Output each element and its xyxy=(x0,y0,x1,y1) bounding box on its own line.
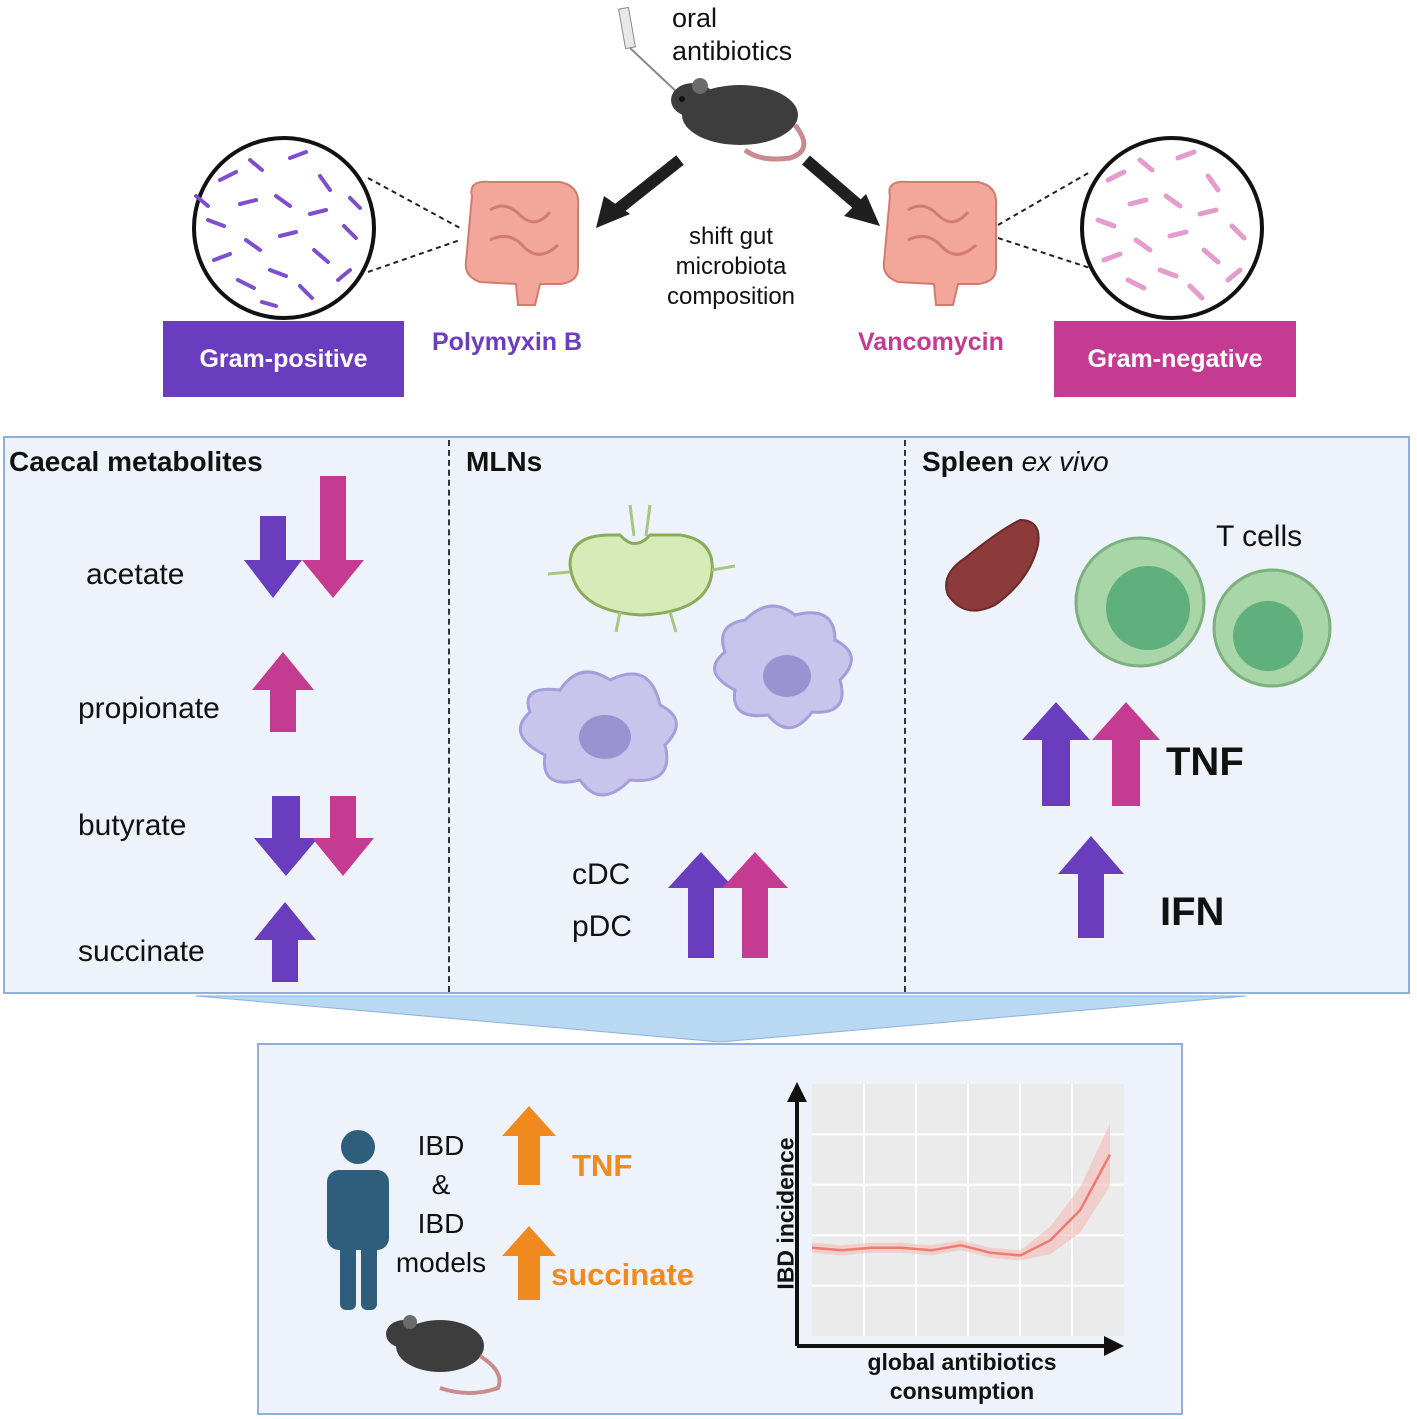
ifn-arrow-up-purple xyxy=(1058,836,1124,938)
ibd-line: IBD xyxy=(417,1130,465,1161)
polymyxin-b-label: Polymyxin B xyxy=(432,328,583,356)
chart-x-label: global antibiotics consumption xyxy=(867,1349,1057,1404)
tnf-arrow-up-orange xyxy=(502,1106,556,1185)
arrow-down-purple xyxy=(244,516,302,598)
mln-arrow-up-magenta xyxy=(722,852,788,958)
lymph-node-icon xyxy=(547,504,736,633)
butyrate-arrows xyxy=(254,796,374,876)
oral-antibiotics-label: oral antibiotics xyxy=(672,3,793,66)
ibd-line: & xyxy=(431,1169,451,1200)
ifn-label: IFN xyxy=(1160,890,1225,934)
propionate-arrow-up-magenta xyxy=(252,652,314,732)
tnf-arrow-up-purple xyxy=(1022,702,1090,806)
butyrate-label: butyrate xyxy=(78,809,187,842)
chart-y-label: IBD incidence xyxy=(772,1137,799,1290)
shift-microbiota-label: shift gut microbiota composition xyxy=(666,223,796,310)
ibd-models-label: IBD & IBD models xyxy=(376,1126,506,1282)
caecal-metabolites-title: Caecal metabolites xyxy=(9,446,263,477)
person-icon xyxy=(327,1130,389,1310)
propionate-label: propionate xyxy=(78,692,220,725)
connector-shape xyxy=(195,995,1247,1043)
tcell-icon xyxy=(1074,536,1206,668)
intestine-left-icon xyxy=(464,180,580,306)
succinate-label: succinate xyxy=(78,935,205,968)
gram-negative-bacteria-icon xyxy=(1080,136,1264,320)
mlns-title: MLNs xyxy=(466,446,543,477)
arrow-down-purple xyxy=(254,796,318,876)
arrow-right-down xyxy=(802,155,880,226)
tcell-icon xyxy=(1212,568,1332,688)
spleen-title-main: Spleen xyxy=(922,446,1014,477)
spleen-icon xyxy=(945,518,1040,612)
chart-y-arrowhead xyxy=(787,1082,807,1102)
chart-grid xyxy=(812,1084,1124,1336)
bottom-succinate-label: succinate xyxy=(551,1257,695,1292)
spleen-title: Spleen ex vivo xyxy=(922,446,1109,478)
divider-2 xyxy=(904,440,906,992)
spleen-title-italic: ex vivo xyxy=(1021,446,1109,477)
syringe-icon xyxy=(618,6,681,96)
dendritic-cell-icon xyxy=(519,670,678,797)
gram-positive-label: Gram-positive xyxy=(163,321,404,397)
tnf-label: TNF xyxy=(1166,740,1244,784)
ibd-line: IBD xyxy=(417,1208,465,1239)
chart-x-arrowhead xyxy=(1104,1336,1124,1356)
mouse-icon xyxy=(386,1315,502,1395)
succinate-arrow-up-orange xyxy=(502,1226,556,1300)
acetate-arrows xyxy=(244,476,364,598)
succinate-arrow-up-purple xyxy=(254,902,316,982)
cdc-label: cDC xyxy=(572,858,631,891)
mouse-icon xyxy=(671,78,807,162)
gram-positive-bacteria-icon xyxy=(192,136,376,320)
dendritic-cell-icon xyxy=(713,604,853,730)
bottom-tnf-label: TNF xyxy=(572,1148,633,1183)
ibd-chart xyxy=(787,1082,1124,1356)
chart-confidence-band xyxy=(812,1123,1110,1261)
mln-arrow-up-purple xyxy=(668,852,734,958)
divider-1 xyxy=(448,440,450,992)
vancomycin-label: Vancomycin xyxy=(858,328,1004,356)
chart-series-line xyxy=(811,1154,1112,1257)
intestine-right-icon xyxy=(882,180,998,306)
arrow-left-down xyxy=(596,155,684,228)
pdc-label: pDC xyxy=(572,910,633,943)
arrow-down-magenta xyxy=(302,476,364,598)
acetate-label: acetate xyxy=(86,558,185,591)
arrow-down-magenta xyxy=(312,796,374,876)
tnf-arrow-up-magenta xyxy=(1092,702,1160,806)
gram-negative-label: Gram-negative xyxy=(1054,321,1296,397)
tcells-label: T cells xyxy=(1216,520,1303,553)
ibd-line: models xyxy=(395,1247,487,1278)
